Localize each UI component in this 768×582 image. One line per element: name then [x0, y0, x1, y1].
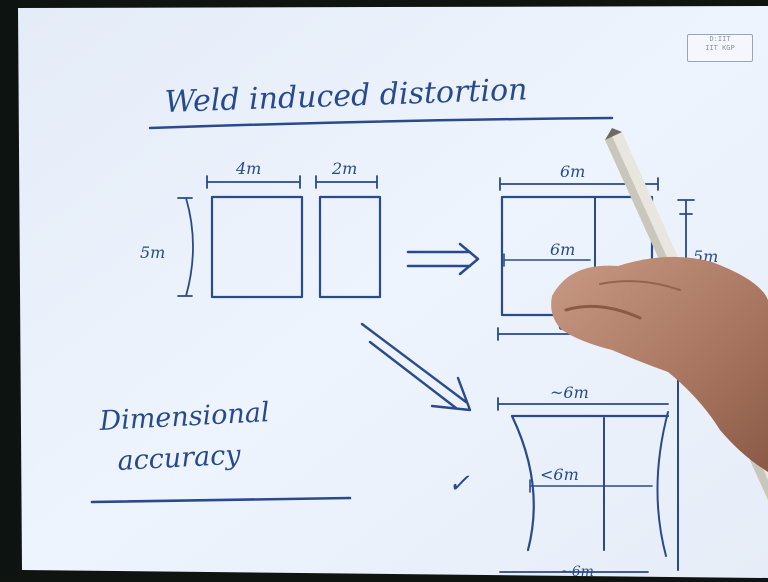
dim-line-middle: [503, 253, 591, 267]
plate-left: [210, 195, 304, 299]
notes: Dimensional accuracy ✓: [90, 397, 470, 504]
label-top-6m: 6m: [560, 162, 585, 181]
note-accuracy: accuracy: [117, 440, 242, 477]
dim-bracket-5m: [177, 197, 194, 297]
plate-right: [318, 195, 382, 299]
double-arrow: [406, 242, 480, 276]
bottom-left-edge: [510, 414, 535, 552]
paper-sheet: [18, 6, 768, 578]
dim-line-4m: [206, 175, 301, 189]
label-mid-6m: 6m: [550, 240, 575, 259]
label-5m: 5m: [140, 243, 165, 262]
label-less-than-6m: <6m: [540, 465, 579, 484]
presenter-hand: [551, 256, 768, 472]
title-underline: [148, 116, 614, 130]
stamp-line-2: IIT KGP: [705, 44, 735, 52]
label-approx-6m: ~6m: [550, 383, 589, 402]
label-2m: 2m: [331, 159, 357, 178]
dim-line-less-than: [529, 479, 653, 493]
label-approx-bottom-6m: ~6m: [560, 564, 594, 578]
diagonal-arrow: [360, 322, 472, 412]
bottom-right-edge: [656, 411, 669, 557]
dim-line-approx-top: [497, 397, 669, 411]
note-underline: [90, 496, 352, 504]
label-4m: 4m: [235, 159, 261, 178]
sketch-bottom: ~6m <6m ~6m: [497, 363, 679, 580]
sketch-top-left: 4m 2m 5m: [140, 159, 382, 299]
stamp-box: D:IIT IIT KGP: [687, 34, 753, 62]
check-mark: ✓: [448, 469, 470, 499]
dark-edge: [0, 0, 18, 578]
stamp-line-1: D:IIT: [709, 35, 731, 43]
dim-line-2m: [315, 175, 378, 189]
